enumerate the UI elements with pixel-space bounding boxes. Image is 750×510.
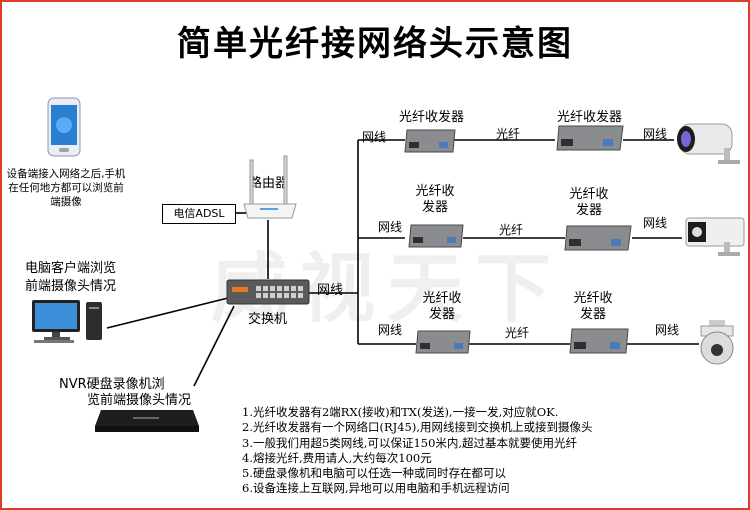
row2-fiber-label: 光纤 <box>499 223 524 237</box>
smartphone-icon <box>47 97 81 157</box>
row1-tx-transceiver-icon <box>404 129 456 153</box>
row2-rx-label: 光纤收发器 <box>569 187 609 218</box>
note-5: 5.硬盘录像机和电脑可以任选一种或同时存在都可以 <box>242 466 506 481</box>
switch-label: 交换机 <box>248 312 288 327</box>
row3-fiber-label: 光纤 <box>505 326 530 340</box>
row2-wire-left-label: 网线 <box>378 220 403 234</box>
row1-rx-label: 光纤收发器 <box>557 110 623 125</box>
page-title: 简单光纤接网络头示意图 <box>177 24 573 64</box>
row2-tx-transceiver-icon <box>408 224 464 248</box>
router-icon <box>243 155 297 219</box>
pc-caption-line1: 电脑客户端浏览 <box>25 261 117 276</box>
pc-switch-line <box>106 297 229 329</box>
network-switch-icon <box>226 279 310 305</box>
row3-rx-transceiver-icon <box>569 328 629 354</box>
note-6: 6.设备连接上互联网,异地可以用电脑和手机远程访问 <box>242 481 510 496</box>
row3-rx-label: 光纤收发器 <box>573 291 613 322</box>
desktop-computer-icon <box>32 300 102 343</box>
row1-tx-label: 光纤收发器 <box>399 110 465 125</box>
note-3: 3.一般我们用超5类网线,可以保证150米内,超过基本就要使用光纤 <box>242 435 578 450</box>
adsl-box: 电信ADSL <box>162 204 236 224</box>
nvr-recorder-icon <box>95 410 199 432</box>
notes-list: 1.光纤收发器有2端RX(接收)和TX(发送),一接一发,对应就OK. 2.光纤… <box>242 405 593 497</box>
nvr-caption-line2: 览前端摄像头情况 <box>87 393 192 408</box>
router-label: 路由器 <box>249 176 289 191</box>
row2-tx-label: 光纤收发器 <box>415 184 455 215</box>
row1-wire-left-label: 网线 <box>362 130 387 144</box>
row3-tx-transceiver-icon <box>415 330 471 354</box>
note-2: 2.光纤收发器有一个网络口(RJ45),用网线接到交换机上或接到摄像头 <box>242 420 593 435</box>
row2-wire-right-label: 网线 <box>643 216 668 230</box>
row1-wire-right-label: 网线 <box>643 127 668 141</box>
row3-dome-camera-icon <box>700 320 734 365</box>
note-1: 1.光纤收发器有2端RX(接收)和TX(发送),一接一发,对应就OK. <box>242 405 559 419</box>
pc-caption-line2: 前端摄像头情况 <box>25 279 117 294</box>
row2-rx-transceiver-icon <box>564 225 632 251</box>
row1-rx-transceiver-icon <box>556 125 624 151</box>
row3-wire-right-label: 网线 <box>655 323 680 337</box>
row2-box-camera-icon <box>685 217 745 256</box>
phone-caption: 设备端接入网络之后,手机在任何地方都可以浏览前端摄像 <box>6 168 126 208</box>
nvr-caption-line1: NVR硬盘录像机浏 <box>59 377 165 392</box>
nvr-switch-line <box>193 305 235 387</box>
row1-bullet-camera-icon <box>677 123 740 164</box>
note-4: 4.熔接光纤,费用请人,大约每次100元 <box>242 450 432 465</box>
trunk-wire-label: 网线 <box>317 283 344 298</box>
row3-tx-label: 光纤收发器 <box>422 291 462 322</box>
row3-wire-left-label: 网线 <box>378 323 403 337</box>
row1-fiber-label: 光纤 <box>496 127 521 141</box>
